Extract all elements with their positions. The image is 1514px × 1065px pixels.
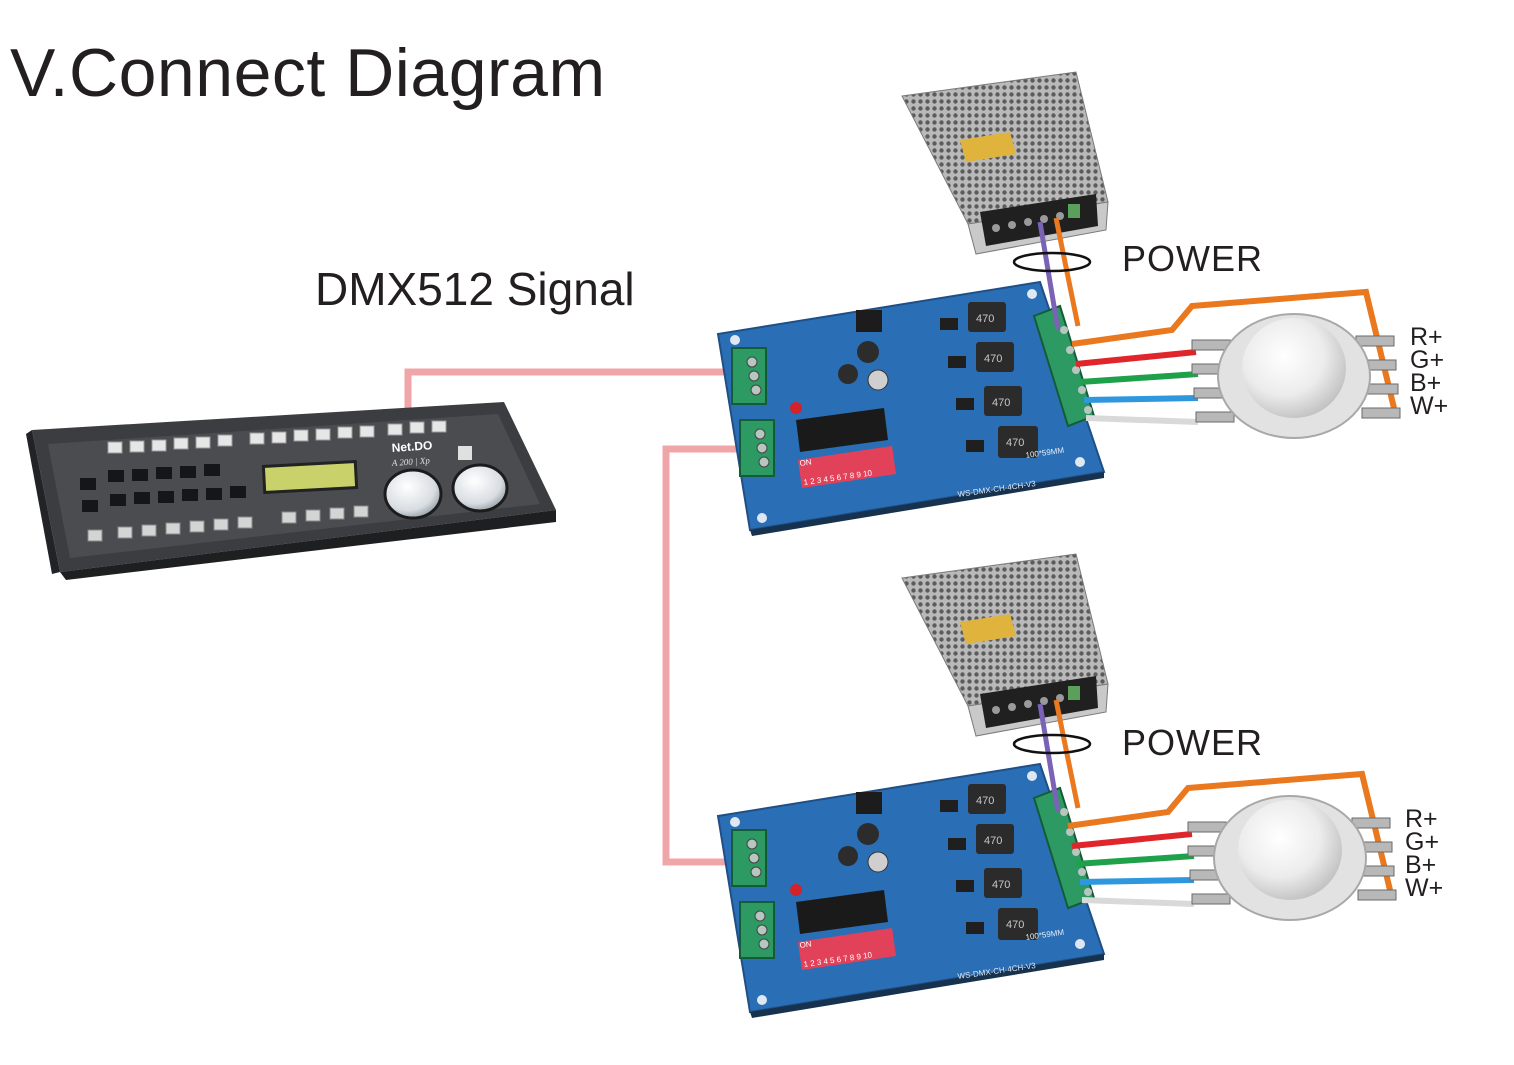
dmx-decoder-top: ON 1 2 3 4 5 6 7 8 9 10 470 470 470 470 … (716, 280, 1106, 536)
dmx-signal-wire (404, 368, 752, 866)
channel-label-b-top: B+ (1410, 369, 1442, 397)
channel-label-g-bottom: G+ (1405, 828, 1440, 856)
power-supply-top (901, 71, 1109, 255)
rgbw-led-bottom (1187, 795, 1397, 921)
inductor-2-label: 470 (984, 353, 1002, 365)
dmx-decoder-bottom: ON 1 2 3 4 5 6 7 8 9 10 470 470 470 470 … (716, 762, 1106, 1018)
inductor-1-label: 470 (976, 313, 994, 325)
inductor-1-label-2: 470 (976, 795, 994, 807)
controller-model: A 200 | Xp (390, 455, 430, 468)
channel-label-w-top: W+ (1410, 392, 1449, 420)
channel-label-g-top: G+ (1410, 346, 1445, 374)
power-label-bottom: POWER (1122, 722, 1264, 763)
inductor-4-label: 470 (1006, 437, 1024, 449)
power-wires-bottom (1012, 699, 1092, 813)
rgbw-wires-top (1071, 288, 1397, 425)
power-supply-bottom (901, 553, 1109, 737)
controller-brand: Net.DO (391, 438, 433, 455)
diagram-title: V.Connect Diagram (10, 35, 606, 111)
channel-label-w-bottom: W+ (1405, 874, 1444, 902)
power-wires-top (1012, 217, 1092, 331)
power-label-top: POWER (1122, 238, 1264, 279)
channel-label-r-top: R+ (1410, 323, 1443, 351)
dmx-signal-label: DMX512 Signal (315, 263, 635, 315)
inductor-4-label-2: 470 (1006, 919, 1024, 931)
channel-label-r-bottom: R+ (1405, 805, 1438, 833)
inductor-2-label-2: 470 (984, 835, 1002, 847)
dip-on-label: ON (799, 457, 812, 468)
dip-on-label-2: ON (799, 939, 812, 950)
rgbw-wires-bottom (1067, 770, 1393, 907)
dmx-controller: Net.DO A 200 | Xp (26, 402, 556, 580)
rgbw-led-top (1191, 313, 1401, 439)
inductor-3-label: 470 (992, 397, 1010, 409)
inductor-3-label-2: 470 (992, 879, 1010, 891)
channel-label-b-bottom: B+ (1405, 851, 1437, 879)
